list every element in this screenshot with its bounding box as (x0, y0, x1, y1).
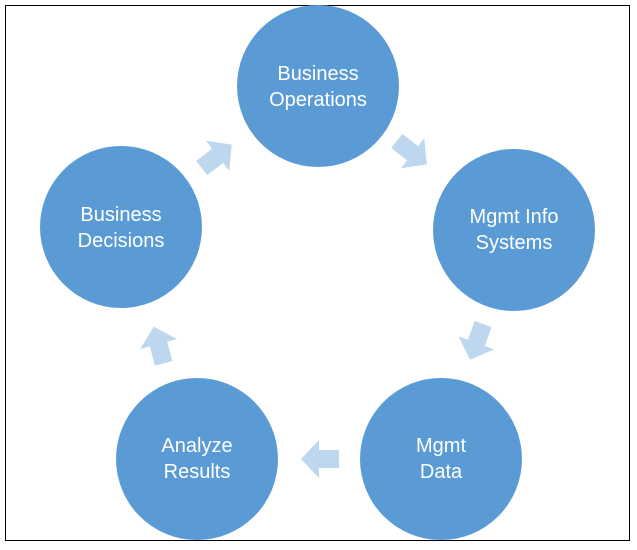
node-label-line1: Business (277, 63, 358, 85)
node-circle (40, 146, 202, 308)
node-circle (360, 378, 522, 540)
node-circle (433, 149, 595, 311)
node-label-line2: Operations (269, 89, 367, 111)
cycle-arrow-3 (301, 440, 339, 478)
cycle-arrow-1 (391, 133, 427, 169)
cycle-arrow-5 (196, 140, 232, 176)
node-circle (237, 5, 399, 167)
cycle-arrow-2 (458, 321, 495, 360)
node-label-line2: Systems (476, 232, 553, 254)
node-label-line2: Data (420, 461, 463, 483)
node-label-line2: Results (164, 461, 231, 483)
node-analyze-results: Analyze Results (116, 378, 278, 540)
node-label-line1: Mgmt Info (470, 206, 559, 228)
node-label-line1: Analyze (161, 435, 232, 457)
node-label-line1: Mgmt (416, 435, 466, 457)
node-mgmt-info-systems: Mgmt Info Systems (433, 149, 595, 311)
node-business-decisions: Business Decisions (40, 146, 202, 308)
node-business-operations: Business Operations (237, 5, 399, 167)
node-label-line1: Business (80, 204, 161, 226)
node-circle (116, 378, 278, 540)
node-mgmt-data: Mgmt Data (360, 378, 522, 540)
cycle-arrow-4 (140, 326, 177, 366)
node-label-line2: Decisions (78, 230, 165, 252)
